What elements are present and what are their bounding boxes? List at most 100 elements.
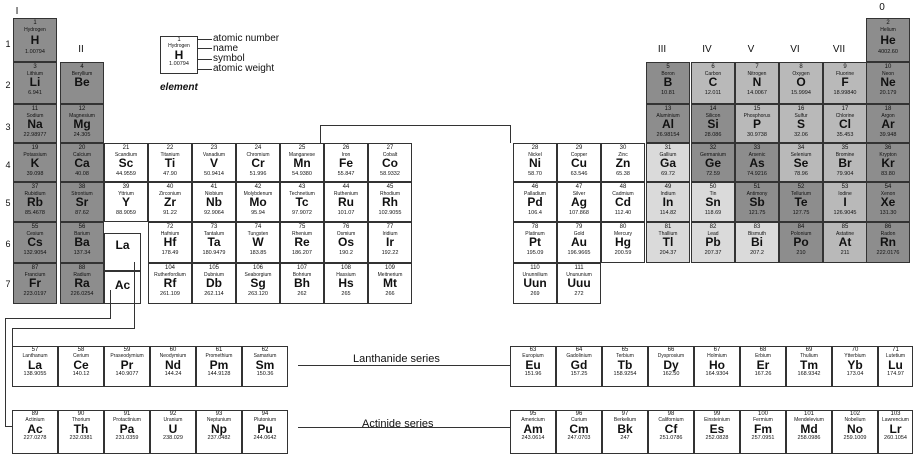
element-name: Oxygen bbox=[792, 71, 810, 77]
atomic-number: 109 bbox=[384, 265, 395, 271]
element-symbol: Sm bbox=[255, 358, 275, 372]
element-name: Tin bbox=[709, 191, 717, 197]
element-name: Hassium bbox=[336, 272, 356, 278]
element-name: Copper bbox=[570, 152, 588, 158]
atomic-weight: 39.098 bbox=[26, 171, 44, 177]
atomic-number: 15 bbox=[753, 106, 761, 112]
atomic-number: 101 bbox=[803, 411, 814, 417]
element-name: Titanium bbox=[160, 152, 180, 158]
atomic-number: 6 bbox=[711, 64, 715, 70]
atomic-number: 61 bbox=[215, 347, 223, 353]
element-symbol: Cr bbox=[251, 156, 265, 170]
atomic-number: 79 bbox=[575, 224, 583, 230]
atomic-number: 10 bbox=[884, 64, 892, 70]
element-name: Uranium bbox=[163, 417, 183, 423]
atomic-number: 110 bbox=[530, 265, 540, 271]
element-name: Chromium bbox=[246, 152, 270, 158]
element-name: Cerium bbox=[72, 353, 90, 359]
atomic-weight: 247 bbox=[620, 435, 630, 441]
atomic-number: 40 bbox=[166, 184, 174, 190]
element-name: Fermium bbox=[753, 417, 773, 423]
atomic-weight: 211 bbox=[840, 250, 850, 256]
element-symbol: Pr bbox=[120, 358, 134, 372]
legend-label-symbol: symbol bbox=[213, 53, 245, 64]
element-symbol: Zr bbox=[164, 195, 176, 209]
atomic-weight: 265 bbox=[341, 291, 351, 297]
atomic-number: 64 bbox=[575, 347, 583, 353]
atomic-number: 111 bbox=[574, 265, 584, 271]
element-symbol: Mt bbox=[383, 276, 397, 290]
element-symbol: Rf bbox=[163, 276, 177, 290]
atomic-weight: 151.96 bbox=[524, 371, 542, 377]
atomic-weight: 186.207 bbox=[292, 250, 312, 256]
atomic-number: 13 bbox=[664, 106, 672, 112]
atomic-weight: 79.904 bbox=[836, 171, 854, 177]
element-name: Platinum bbox=[525, 231, 545, 237]
element-symbol: Ar bbox=[881, 117, 895, 131]
element-symbol: Y bbox=[121, 195, 130, 209]
atomic-number: 24 bbox=[254, 145, 262, 151]
element-name: Meitnerium bbox=[377, 272, 403, 278]
element-symbol: Am bbox=[523, 422, 543, 436]
atomic-weight: 127.75 bbox=[792, 210, 810, 216]
element-name: Selenium bbox=[790, 152, 812, 158]
element-symbol: Np bbox=[211, 422, 227, 436]
element-name: Zinc bbox=[618, 152, 628, 158]
element-name: Tantalum bbox=[203, 231, 225, 237]
atomic-number: 82 bbox=[709, 224, 717, 230]
atomic-weight: 95.94 bbox=[251, 210, 265, 216]
atomic-weight: 178.49 bbox=[161, 250, 179, 256]
element-symbol: Ta bbox=[207, 235, 221, 249]
element-name: Thulium bbox=[800, 353, 818, 359]
atomic-number: 54 bbox=[884, 184, 892, 190]
atomic-weight: 58.9332 bbox=[380, 171, 400, 177]
element-name: Lithium bbox=[26, 71, 44, 77]
atomic-weight: 97.9072 bbox=[292, 210, 312, 216]
element-symbol: Sr bbox=[75, 195, 89, 209]
element-symbol: Nb bbox=[206, 195, 222, 209]
element-symbol: Ce bbox=[73, 358, 89, 372]
element-name: Dubnium bbox=[203, 272, 224, 278]
element-symbol: Pt bbox=[529, 235, 541, 249]
atomic-weight: 51.996 bbox=[249, 171, 267, 177]
atomic-weight: 223.0197 bbox=[23, 291, 47, 297]
group-label: V bbox=[747, 44, 755, 55]
period-label: 5 bbox=[5, 198, 11, 208]
element-symbol: Bh bbox=[294, 276, 310, 290]
element-name: Tellurium bbox=[790, 191, 811, 197]
atomic-number: 67 bbox=[713, 347, 721, 353]
atomic-weight: 26.98154 bbox=[656, 132, 680, 138]
element-symbol: Sg bbox=[250, 276, 266, 290]
period-label: 2 bbox=[5, 80, 11, 90]
atomic-weight: 32.06 bbox=[794, 132, 808, 138]
element-name: Thorium bbox=[71, 417, 91, 423]
atomic-weight: 168.9342 bbox=[797, 371, 821, 377]
element-symbol: Fr bbox=[29, 276, 41, 290]
atomic-weight: 112.40 bbox=[614, 210, 632, 216]
element-name: Gallium bbox=[659, 152, 677, 158]
atomic-number: 58 bbox=[77, 347, 85, 353]
group-label: VII bbox=[832, 44, 846, 55]
atomic-number: 68 bbox=[759, 347, 767, 353]
atomic-number: 41 bbox=[210, 184, 218, 190]
